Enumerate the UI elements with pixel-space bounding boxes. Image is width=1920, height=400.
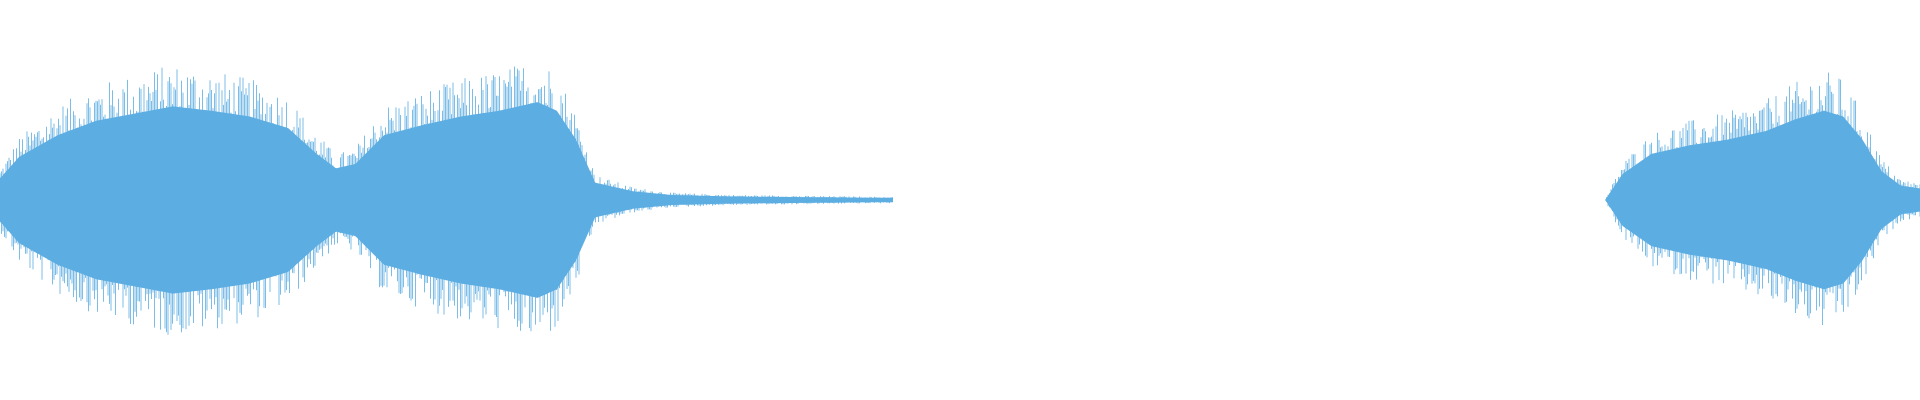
waveform-segment-1 <box>0 66 893 335</box>
waveform-spikes <box>1606 72 1920 325</box>
waveform-amplitude <box>0 66 1920 335</box>
waveform-spikes <box>0 66 893 335</box>
waveform-segment-2 <box>1605 72 1920 325</box>
